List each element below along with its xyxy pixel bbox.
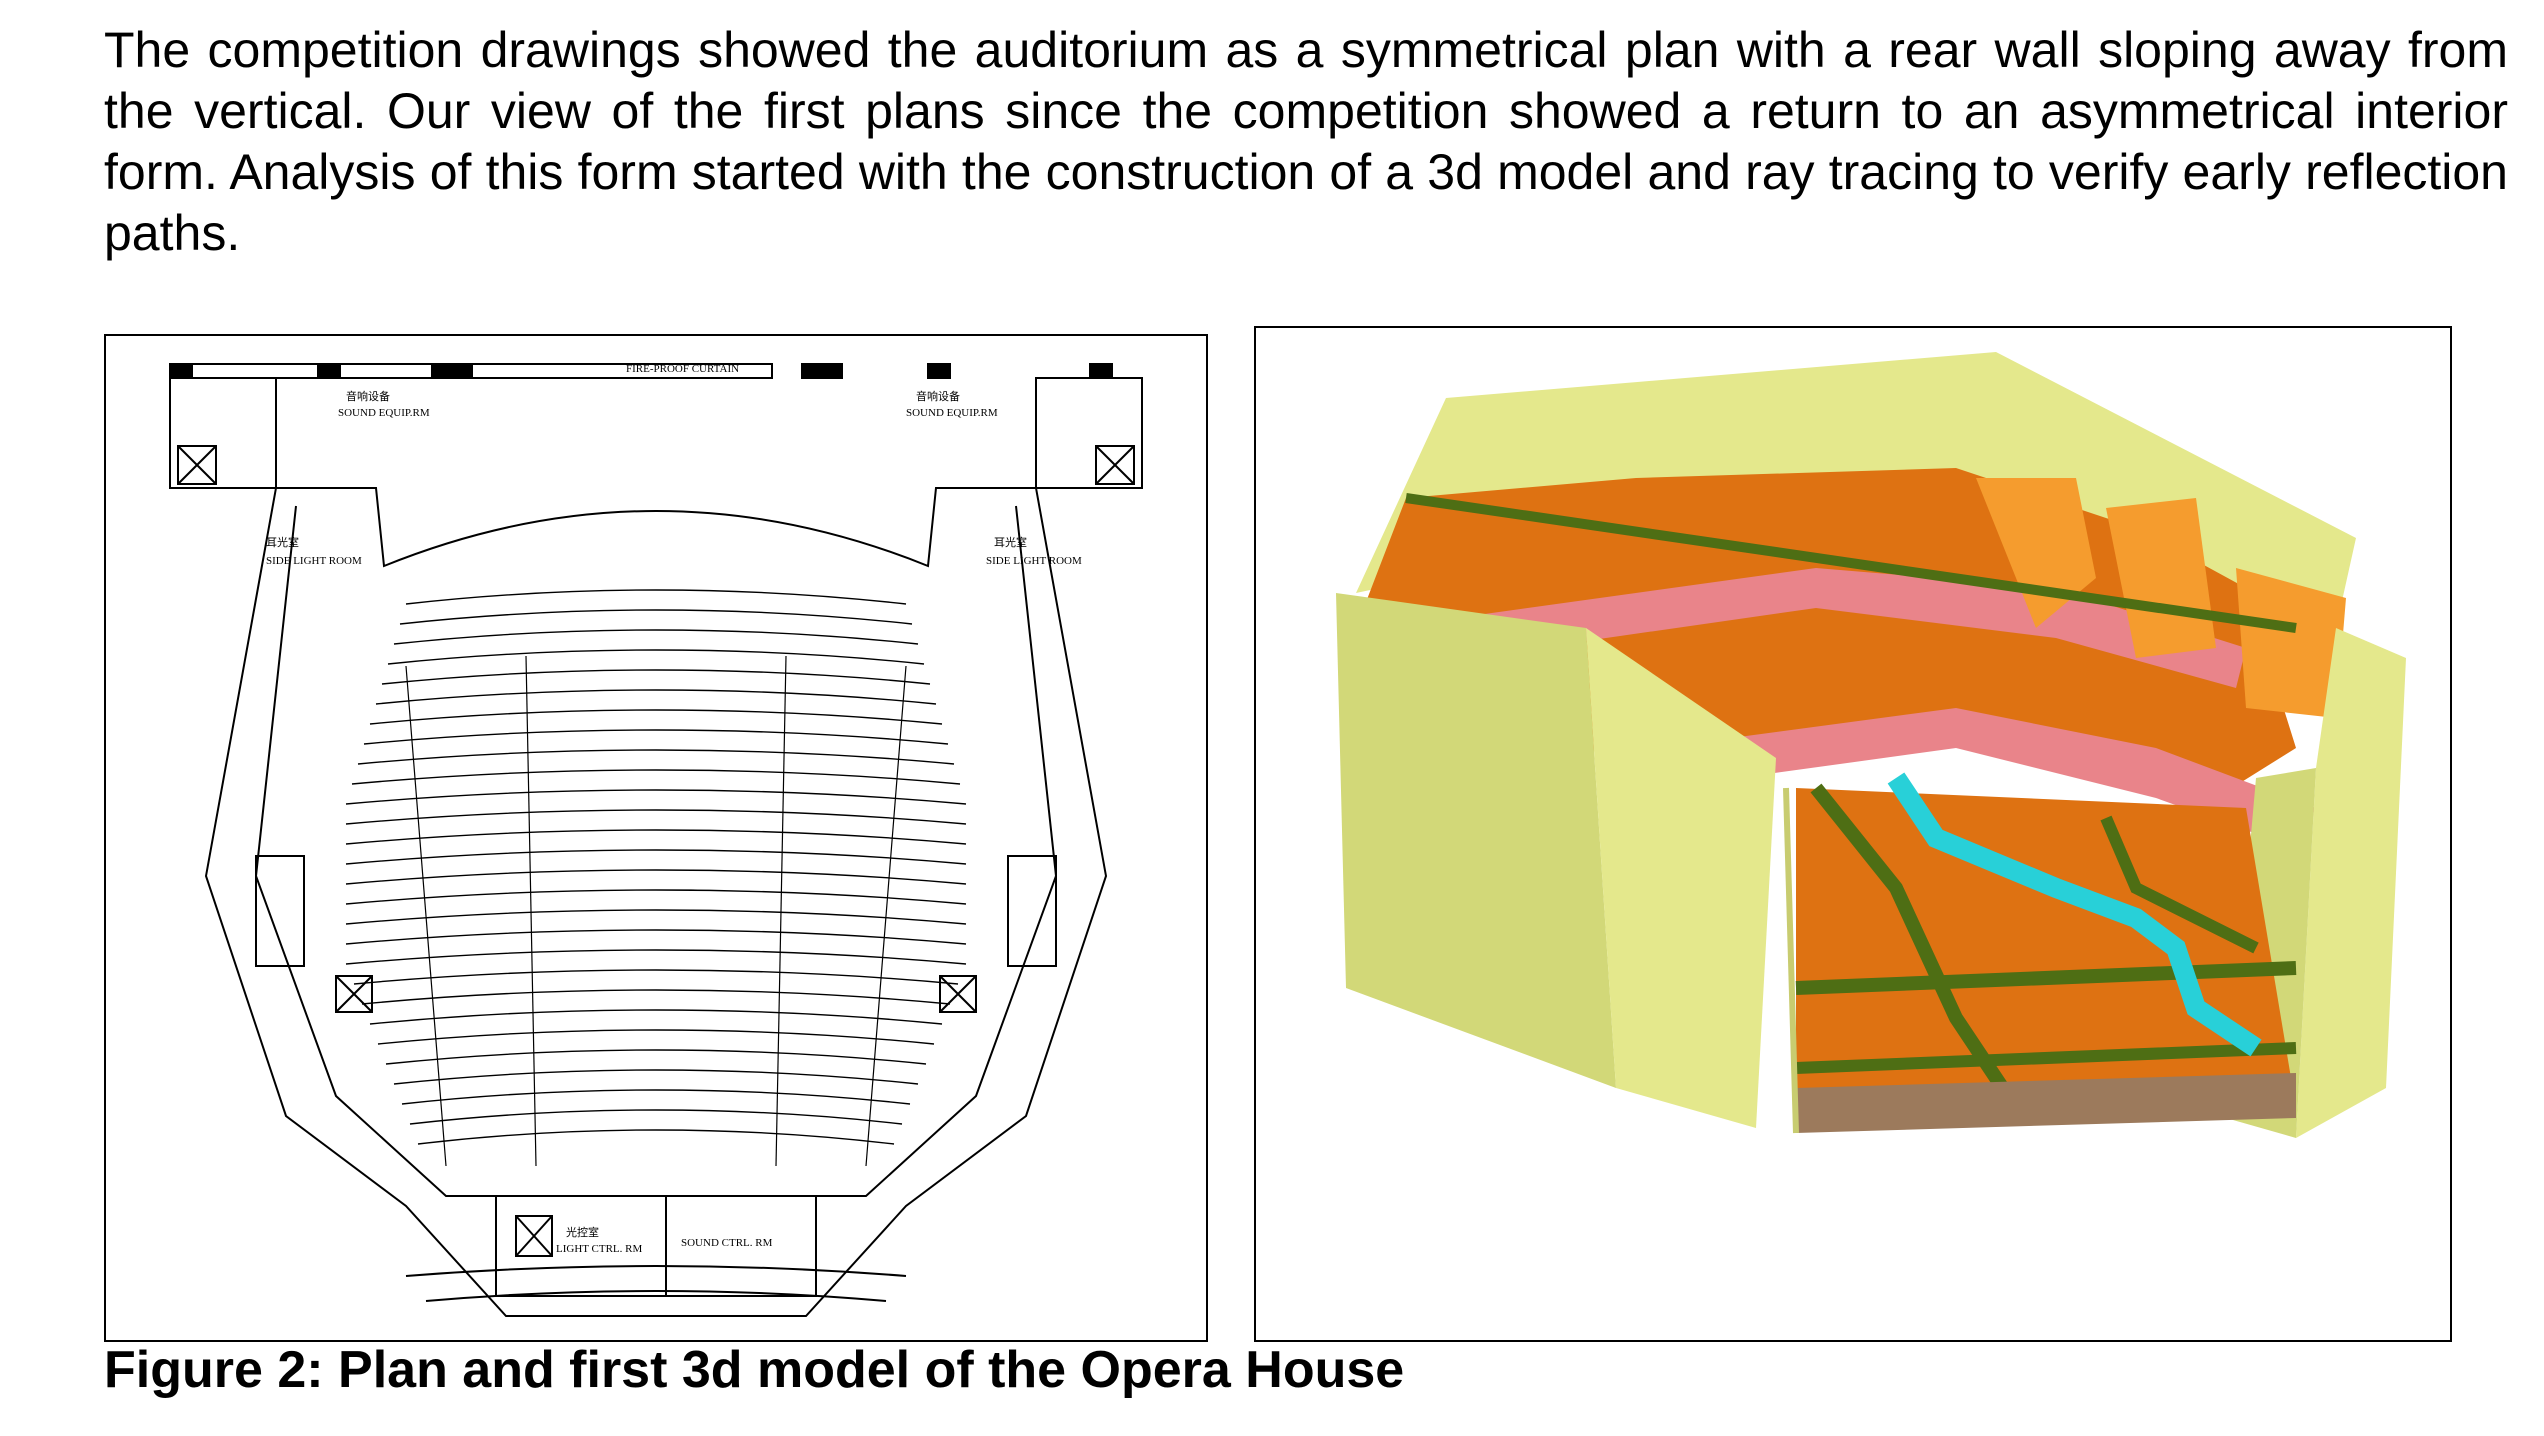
side-light-right-cn-label: 耳光室 bbox=[994, 535, 1027, 549]
seat-row bbox=[369, 1009, 943, 1025]
auditorium-plan-drawing: FIRE-PROOF CURTAIN 音响设备 SOUND EQUIP.RM 音… bbox=[169, 363, 1143, 1317]
model-wall-surface bbox=[1586, 628, 1776, 1128]
sound-equip-left-cn-label: 音响设备 bbox=[346, 389, 390, 403]
seat-row bbox=[353, 969, 959, 985]
sound-equip-right-cn-label: 音响设备 bbox=[916, 389, 960, 403]
side-light-right-label: SIDE LIGHT ROOM bbox=[986, 555, 1082, 567]
seat-row bbox=[345, 869, 967, 885]
opera-house-3d-model bbox=[1336, 352, 2406, 1138]
seat-row bbox=[345, 909, 967, 925]
seat-row bbox=[369, 709, 943, 725]
seat-row bbox=[385, 1049, 927, 1065]
model-reflection-path bbox=[1887, 772, 2262, 1057]
seat-row bbox=[393, 1069, 919, 1085]
model-beam bbox=[2100, 815, 2259, 954]
seat-row bbox=[409, 1109, 903, 1125]
seat-row bbox=[401, 1089, 911, 1105]
seat-row bbox=[345, 809, 967, 825]
model-wall-surface bbox=[2296, 628, 2406, 1138]
model-beam bbox=[1405, 493, 2297, 633]
seat-row bbox=[387, 649, 925, 665]
model-beam bbox=[1795, 1042, 2297, 1074]
seat-row bbox=[345, 829, 967, 845]
model-wall-shade-surface bbox=[1336, 593, 1616, 1088]
seat-row bbox=[345, 849, 967, 865]
sound-equip-left-label: SOUND EQUIP.RM bbox=[338, 407, 430, 419]
figure-caption: Figure 2: Plan and first 3d model of the… bbox=[104, 1341, 1405, 1399]
seat-row bbox=[345, 949, 967, 965]
seat-row bbox=[393, 629, 919, 645]
seat-row bbox=[405, 589, 907, 605]
plan-drawing-figure: FIRE-PROOF CURTAIN 音响设备 SOUND EQUIP.RM 音… bbox=[104, 334, 1208, 1342]
seat-row bbox=[345, 929, 967, 945]
model-floor-light-surface bbox=[2236, 568, 2346, 718]
seat-row bbox=[357, 749, 955, 765]
seat-row bbox=[417, 1129, 895, 1145]
seat-row bbox=[351, 769, 961, 785]
model-floor-surface bbox=[1796, 788, 2296, 1108]
model-stage-surface bbox=[1796, 1073, 2296, 1133]
side-light-left-cn-label: 耳光室 bbox=[266, 535, 299, 549]
side-light-left-label: SIDE LIGHT ROOM bbox=[266, 555, 362, 567]
sound-ctrl-label: SOUND CTRL. RM bbox=[681, 1237, 773, 1249]
seat-row bbox=[399, 609, 913, 625]
light-ctrl-label: LIGHT CTRL. RM bbox=[556, 1243, 642, 1255]
seat-row bbox=[345, 889, 967, 905]
fireproof-curtain-label: FIRE-PROOF CURTAIN bbox=[626, 363, 739, 375]
seat-row bbox=[381, 669, 931, 685]
model-balcony-surface bbox=[1656, 708, 2316, 848]
body-paragraph: The competition drawings showed the audi… bbox=[104, 22, 2508, 261]
3d-model-figure bbox=[1254, 326, 2452, 1342]
sound-equip-right-label: SOUND EQUIP.RM bbox=[906, 407, 998, 419]
seat-row bbox=[377, 1029, 935, 1045]
seat-row bbox=[375, 689, 937, 705]
light-ctrl-cn-label: 光控室 bbox=[566, 1225, 599, 1239]
seat-row bbox=[363, 729, 949, 745]
seat-row bbox=[361, 989, 951, 1005]
seat-row bbox=[345, 789, 967, 805]
model-floor-light-surface bbox=[2106, 498, 2216, 658]
model-beam bbox=[1795, 961, 2297, 995]
